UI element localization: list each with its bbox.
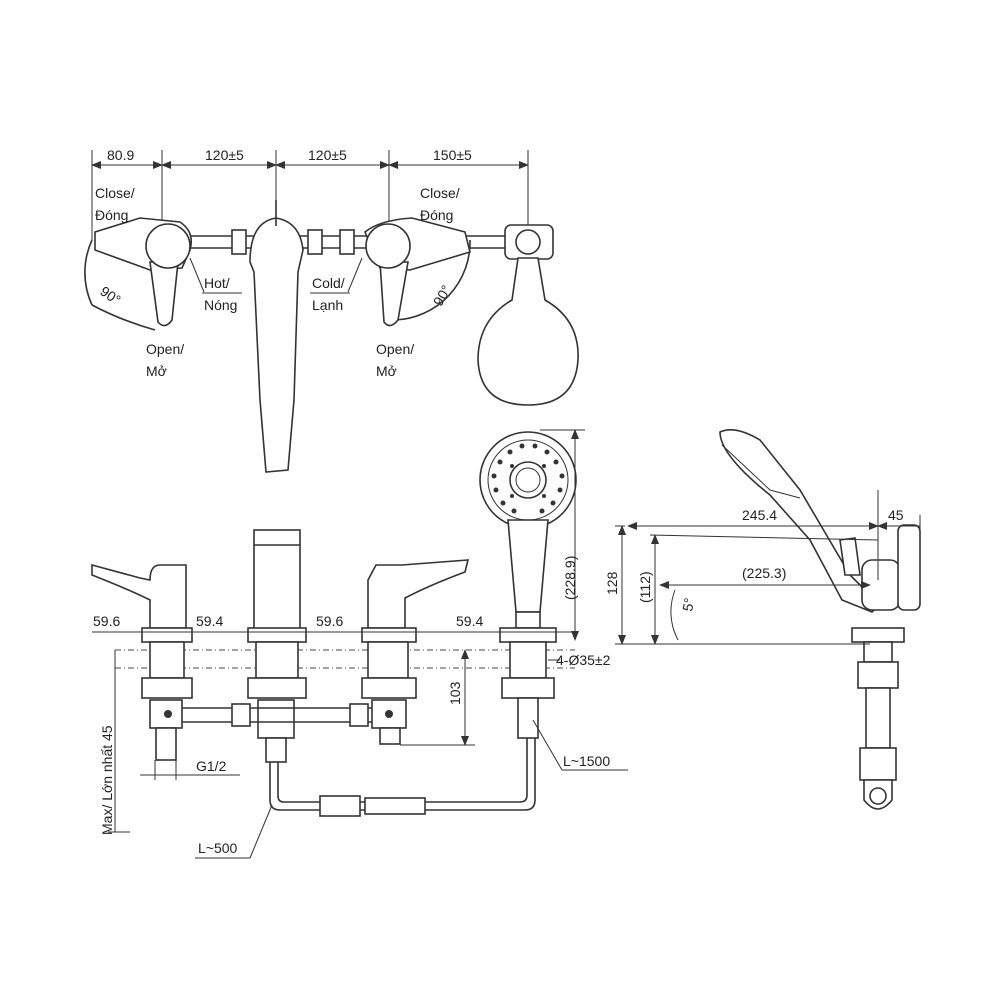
left-close-line2: Đóng [95,207,128,223]
top-view: 80.9 120±5 120±5 150±5 90° [84,147,579,473]
dim-120-b: 120±5 [308,147,347,163]
right-handle-front [361,559,470,745]
hot-label-line2: Nóng [204,297,237,313]
spout-front [247,529,307,763]
width-59-4-a: 59.4 [196,613,223,629]
dim-150: 150±5 [433,147,472,163]
side-height-inner: (112) [637,571,653,603]
width-59-6-a: 59.6 [93,613,120,629]
cold-label-line2: Lạnh [312,297,343,313]
thread-label: G1/2 [196,758,227,774]
cold-label-line1: Cold/ [312,275,345,291]
angle-left: 90° [97,283,124,308]
right-handle-top: 90° [364,217,471,327]
left-open-line1: Open/ [146,341,184,357]
width-59-6-b: 59.6 [316,613,343,629]
hose-short-label: L~500 [198,840,238,856]
top-labels: Close/ Đóng Open/ Mở Close/ Đóng Open/ M… [95,185,460,379]
front-view: 59.6 59.4 59.6 59.4 (228.9) 103 4-Ø35±2 … [91,429,628,859]
side-offset: 45 [888,507,904,523]
left-open-line2: Mở [146,363,167,379]
left-handle-front [91,563,193,761]
manifold [182,703,372,727]
height-103: 103 [447,681,463,705]
right-close-line2: Đóng [420,207,453,223]
side-tilt: 5° [679,597,697,613]
left-handle-top: 90° [84,217,193,331]
spout-top [249,200,304,473]
angle-right: 90° [430,282,454,308]
side-height: 128 [604,571,620,595]
side-reach-inner: (225.3) [742,565,786,581]
left-close-line1: Close/ [95,185,135,201]
hand-shower-front [479,431,577,739]
hot-label-line1: Hot/ [204,275,230,291]
right-open-line2: Mở [376,363,397,379]
right-open-line1: Open/ [376,341,414,357]
dim-80-9: 80.9 [107,147,134,163]
front-dimensions: 59.6 59.4 59.6 59.4 (228.9) 103 4-Ø35±2 … [92,429,628,859]
hand-shower-top [477,224,579,406]
height-228: (228.9) [562,556,578,600]
spray-nozzles [491,443,565,514]
hoses [269,738,536,817]
right-close-line1: Close/ [420,185,460,201]
hose-long-label: L~1500 [563,753,610,769]
side-body [719,429,921,810]
side-dimensions: 245.4 45 (225.3) 128 (112) 5° [604,490,921,645]
dim-120-a: 120±5 [205,147,244,163]
side-reach: 245.4 [742,507,777,523]
max-depth-label: Max/ Lớn nhất 45 [99,725,115,835]
holes-label: 4-Ø35±2 [556,652,611,668]
width-59-4-b: 59.4 [456,613,483,629]
top-dimension-row: 80.9 120±5 120±5 150±5 [91,147,529,240]
side-view: 245.4 45 (225.3) 128 (112) 5° [604,429,921,810]
